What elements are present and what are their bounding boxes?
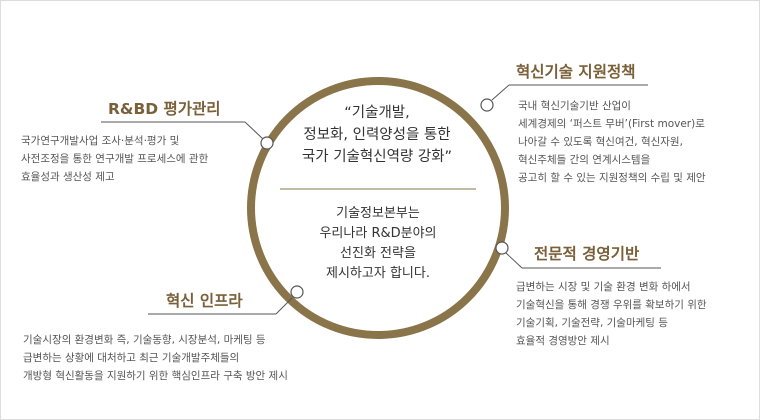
node-management bbox=[495, 241, 509, 255]
rnd-line: 사전조정을 통한 연구개발 프로세스에 관한 bbox=[21, 153, 209, 165]
node-rnd bbox=[260, 136, 274, 150]
connector-rnd bbox=[101, 121, 274, 150]
policy-line: 혁신주체들 간의 연계시스템을 bbox=[518, 154, 651, 166]
center-quote-line: “기술개발, bbox=[344, 105, 410, 121]
node-infra bbox=[290, 285, 304, 299]
management-line: 급변하는 시장 및 기술 환경 변화 하에서 bbox=[516, 281, 691, 293]
policy-description: 국내 혁신기술기반 산업이 세계경제의 ‘퍼스트 무버’(First mover… bbox=[518, 97, 706, 187]
policy-line: 국내 혁신기술기반 산업이 bbox=[518, 100, 631, 112]
rnd-line: 국가연구개발사업 조사·분석·평가 및 bbox=[21, 135, 180, 147]
center-quote-line: 정보화, 인력양성을 통한 bbox=[303, 127, 451, 143]
management-title: 전문적 경영기반 bbox=[534, 245, 640, 263]
policy-line: 나아갈 수 있도록 혁신여건, 혁신자원, bbox=[518, 136, 683, 148]
rnd-line: 효율성과 생산성 제고 bbox=[21, 171, 115, 183]
infra-line: 기술시장의 환경변화 즉, 기술동향, 시장분석, 마케팅 등 bbox=[23, 334, 266, 346]
rnd-title: R&BD 평가관리 bbox=[108, 100, 221, 118]
center-ring bbox=[247, 77, 509, 339]
infra-line: 급변하는 상황에 대처하고 최근 기술개발주체들의 bbox=[23, 352, 240, 364]
policy-line: 세계경제의 ‘퍼스트 무버’(First mover)로 bbox=[518, 118, 705, 130]
node-policy bbox=[480, 98, 494, 112]
policy-line: 공고히 할 수 있는 지원정책의 수립 및 제안 bbox=[518, 172, 706, 184]
connector-infra bbox=[148, 285, 304, 315]
management-line: 효율적 경영방안 제시 bbox=[516, 335, 610, 347]
center-body-line: 우리나라 R&D분야의 bbox=[319, 226, 437, 241]
center-quote-line: 국가 기술혁신역량 강화” bbox=[301, 149, 453, 165]
rnd-description: 국가연구개발사업 조사·분석·평가 및 사전조정을 통한 연구개발 프로세스에 … bbox=[21, 132, 208, 186]
center-body-line: 기술정보본부는 bbox=[336, 206, 420, 221]
connector-policy bbox=[480, 84, 648, 112]
infra-line: 개방형 혁신활동을 지원하기 위한 핵심인프라 구축 방안 제시 bbox=[23, 370, 288, 382]
policy-title: 혁신기술 지원정책 bbox=[516, 63, 636, 81]
center-body-line: 제시하고자 합니다. bbox=[326, 266, 430, 281]
connector-management bbox=[495, 241, 661, 269]
management-description: 급변하는 시장 및 기술 환경 변화 하에서 기술혁신을 통해 경쟁 우위를 확… bbox=[516, 278, 707, 350]
infra-title: 혁신 인프라 bbox=[166, 292, 243, 310]
management-line: 기술기획, 기술전략, 기술마케팅 등 bbox=[516, 317, 668, 329]
infra-description: 기술시장의 환경변화 즉, 기술동향, 시장분석, 마케팅 등 급변하는 상황에… bbox=[23, 331, 288, 385]
center-body: 기술정보본부는 우리나라 R&D분야의 선진화 전략을 제시하고자 합니다. bbox=[289, 204, 467, 284]
management-line: 기술혁신을 통해 경쟁 우위를 확보하기 위한 bbox=[516, 299, 707, 311]
center-quote: “기술개발, 정보화, 인력양성을 통한 국가 기술혁신역량 강화” bbox=[279, 102, 475, 168]
center-body-line: 선진화 전략을 bbox=[340, 246, 416, 261]
